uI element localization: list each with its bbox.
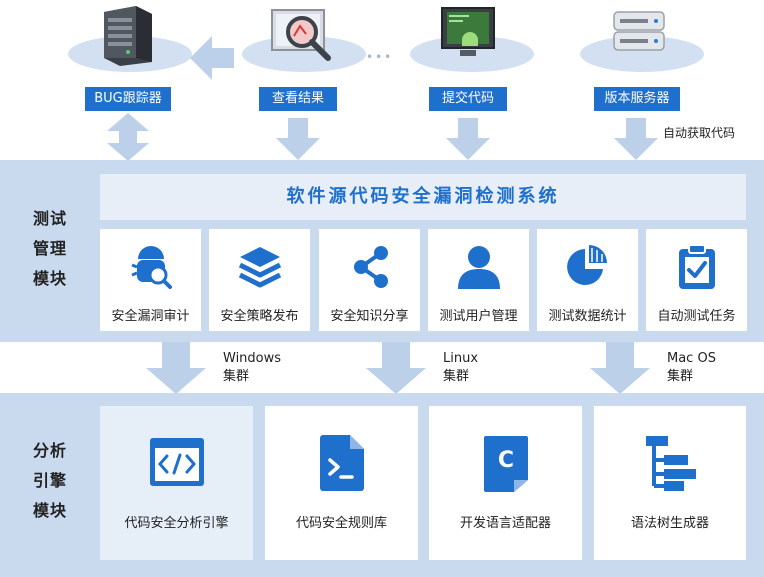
card-auto-task[interactable]: 自动测试任务 bbox=[646, 229, 747, 331]
layers-icon bbox=[238, 247, 282, 288]
card-label: 代码安全规则库 bbox=[295, 516, 387, 531]
arrow-down bbox=[590, 342, 650, 394]
c-file-icon: C bbox=[484, 436, 528, 492]
terminal-file-icon bbox=[320, 435, 364, 491]
title-line: 分析 bbox=[32, 441, 67, 460]
user-icon bbox=[458, 246, 500, 289]
arrow-down bbox=[276, 118, 320, 160]
card-data-stats[interactable]: 测试数据统计 bbox=[537, 229, 638, 331]
system-title-bar: 软件源代码安全漏洞检测系统 bbox=[100, 174, 746, 220]
card-label: 测试数据统计 bbox=[548, 309, 627, 324]
arrow-down bbox=[366, 342, 426, 394]
ellipsis: ••• bbox=[366, 50, 394, 64]
card-language-adapter[interactable]: C 开发语言适配器 bbox=[429, 406, 582, 560]
cluster-name: Linux bbox=[443, 351, 479, 366]
version-server-label[interactable]: 版本服务器 bbox=[594, 87, 680, 111]
system-title: 软件源代码安全漏洞检测系统 bbox=[286, 186, 560, 207]
tree-icon bbox=[646, 436, 696, 491]
title-line: 模块 bbox=[32, 501, 67, 520]
bug-search-icon bbox=[131, 246, 172, 289]
auto-fetch-label: 自动获取代码 bbox=[663, 126, 736, 140]
magnifier-chart-icon bbox=[271, 9, 331, 61]
card-user-management[interactable]: 测试用户管理 bbox=[428, 229, 529, 331]
cluster-suffix: 集群 bbox=[667, 369, 694, 384]
card-label: 自动测试任务 bbox=[657, 309, 736, 324]
card-label: 安全策略发布 bbox=[220, 309, 299, 324]
submit-code-label[interactable]: 提交代码 bbox=[429, 87, 507, 111]
pie-chart-icon bbox=[567, 245, 607, 285]
card-label: 语法树生成器 bbox=[630, 516, 709, 531]
title-line: 引擎 bbox=[32, 471, 67, 490]
card-label: 开发语言适配器 bbox=[459, 516, 551, 531]
double-arrow bbox=[107, 113, 149, 161]
card-label: 测试用户管理 bbox=[439, 309, 518, 324]
cluster-linux: Linux 集群 bbox=[443, 350, 478, 386]
server-tower-icon bbox=[104, 6, 152, 66]
arrow-left bbox=[190, 36, 234, 80]
arrow-down bbox=[446, 118, 490, 160]
share-icon bbox=[354, 246, 388, 288]
arrow-down bbox=[146, 342, 206, 394]
android-code-icon bbox=[441, 7, 495, 56]
rack-server-icon bbox=[613, 11, 665, 51]
card-label: 安全知识分享 bbox=[330, 309, 409, 324]
cluster-name: Windows bbox=[223, 351, 282, 366]
card-vuln-audit[interactable]: 安全漏洞审计 bbox=[100, 229, 201, 331]
card-label: 代码安全分析引擎 bbox=[124, 516, 229, 531]
cluster-name: Mac OS bbox=[667, 351, 716, 366]
svg-text:C: C bbox=[498, 448, 514, 473]
title-line: 模块 bbox=[32, 269, 67, 288]
card-policy-publish[interactable]: 安全策略发布 bbox=[209, 229, 310, 331]
code-brackets-icon bbox=[150, 438, 204, 486]
title-line: 管理 bbox=[32, 239, 67, 258]
card-knowledge-share[interactable]: 安全知识分享 bbox=[319, 229, 420, 331]
bug-tracker-label[interactable]: BUG跟踪器 bbox=[85, 87, 171, 111]
test-module-title: 测试 管理 模块 bbox=[30, 204, 70, 294]
cluster-macos: Mac OS 集群 bbox=[667, 350, 716, 386]
card-analysis-engine[interactable]: 代码安全分析引擎 bbox=[100, 406, 253, 560]
engine-module-title: 分析 引擎 模块 bbox=[30, 436, 70, 526]
title-line: 测试 bbox=[32, 209, 67, 228]
cluster-suffix: 集群 bbox=[223, 369, 250, 384]
card-syntax-tree[interactable]: 语法树生成器 bbox=[594, 406, 746, 560]
view-results-label[interactable]: 查看结果 bbox=[259, 87, 337, 111]
arrow-down bbox=[614, 118, 658, 160]
card-rule-library[interactable]: 代码安全规则库 bbox=[265, 406, 418, 560]
cluster-suffix: 集群 bbox=[443, 369, 470, 384]
card-label: 安全漏洞审计 bbox=[111, 309, 190, 324]
cluster-windows: Windows 集群 bbox=[223, 350, 281, 386]
clipboard-check-icon bbox=[679, 244, 715, 289]
